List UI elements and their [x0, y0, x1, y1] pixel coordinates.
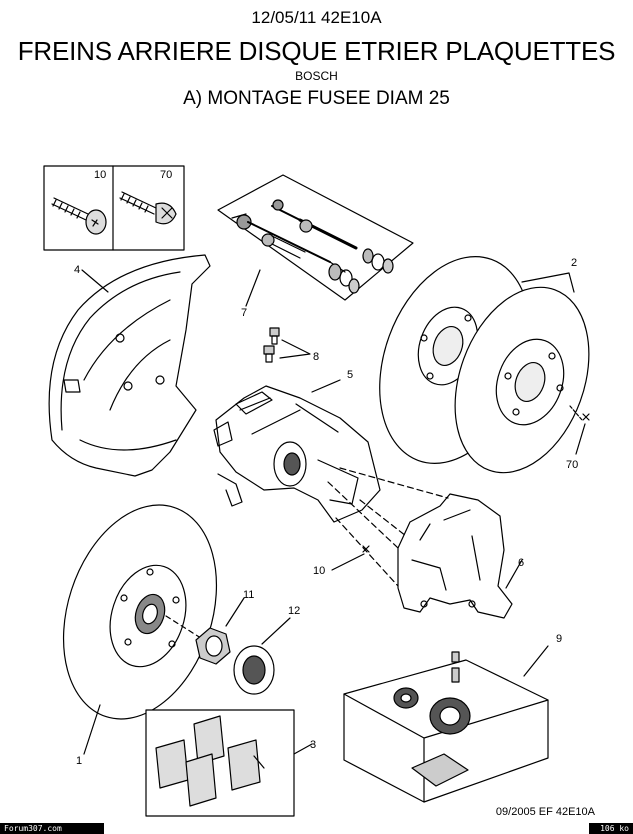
- screw-70-drawing: [119, 191, 177, 225]
- callout-5: 5: [347, 369, 353, 381]
- hub-cap: [233, 617, 291, 695]
- brand-label: BOSCH: [295, 69, 338, 83]
- callout-1: 1: [76, 755, 82, 767]
- callout-70-disc: 70: [566, 459, 578, 471]
- callout-9: 9: [556, 633, 562, 645]
- callout-labels: 10 70 4 7 2 8 5 70 6 10 11 12 9 3 1: [74, 169, 578, 767]
- caliper-bracket: [327, 467, 523, 619]
- file-size-label: 106 ko: [589, 823, 633, 834]
- callout-10-bracket: 10: [313, 565, 325, 577]
- brake-pads-box: [145, 709, 313, 817]
- callout-8: 8: [313, 351, 319, 363]
- callout-2: 2: [571, 257, 577, 269]
- brake-disc-single: [62, 504, 218, 755]
- callout-10-inset: 10: [94, 169, 106, 181]
- hub-nut: [165, 597, 245, 665]
- screws-inset: [43, 165, 185, 251]
- brake-disc-pair: [379, 256, 590, 474]
- callout-4: 4: [74, 264, 80, 276]
- brake-caliper: [213, 379, 381, 523]
- callout-7: 7: [241, 307, 247, 319]
- page-title: FREINS ARRIERE DISQUE ETRIER PLAQUETTES: [17, 36, 616, 66]
- callout-6: 6: [518, 557, 524, 569]
- document-reference: 12/05/11 42E10A: [251, 8, 382, 27]
- guide-pin-kit: [217, 174, 414, 307]
- bleed-screw-pair: [263, 327, 311, 363]
- repair-kit-box: [343, 645, 549, 803]
- callout-3: 3: [310, 739, 316, 751]
- forum-watermark: Forum307.com: [0, 823, 104, 834]
- dust-shield: [48, 254, 211, 477]
- screw-10-marker: [331, 545, 370, 571]
- page-subtitle: A) MONTAGE FUSEE DIAM 25: [183, 88, 450, 109]
- callout-11: 11: [243, 589, 254, 601]
- callout-12: 12: [288, 605, 300, 617]
- callout-70-inset: 70: [160, 169, 172, 181]
- screw-10-drawing: [51, 197, 107, 235]
- document-footer-reference: 09/2005 EF 42E10A: [495, 806, 595, 818]
